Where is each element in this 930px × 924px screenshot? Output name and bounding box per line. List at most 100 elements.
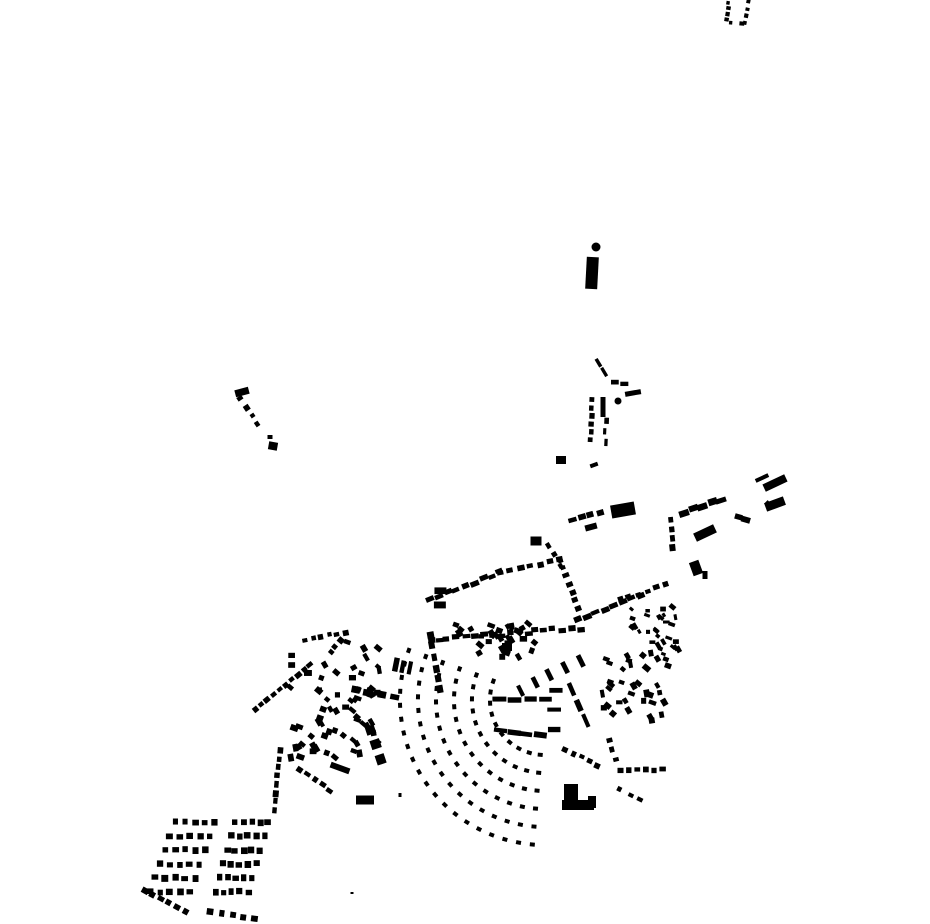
building [624,389,642,397]
building [374,663,382,670]
building [600,705,607,711]
building [475,826,483,832]
building [739,21,745,26]
building [262,695,271,704]
building [287,753,295,762]
building [647,649,654,657]
building [506,800,513,806]
building [469,579,480,588]
building [499,653,506,660]
building [502,643,512,651]
building [567,516,578,524]
building [726,0,731,5]
building [327,631,333,637]
building [530,638,539,647]
building [398,793,402,797]
building [462,740,468,747]
building [148,890,157,899]
building [451,586,460,594]
building [431,653,438,662]
building [468,750,475,758]
building [501,836,508,843]
building [288,662,296,668]
building [489,711,495,718]
building [494,795,501,801]
building [740,515,751,524]
building [693,524,717,542]
building [331,726,339,735]
building [678,508,690,518]
building [573,698,584,713]
building [236,887,243,895]
building [660,651,667,657]
building [182,818,188,825]
building [646,629,651,634]
building [478,634,484,639]
building [621,697,629,705]
building [530,676,540,689]
building [490,678,497,685]
building [156,860,164,867]
building [201,820,208,826]
building [323,696,331,703]
building [544,542,552,550]
building [453,716,459,723]
building [311,775,319,784]
building [475,640,485,650]
building [611,379,619,385]
building [235,862,243,868]
building [530,536,542,546]
building [643,766,649,773]
building [496,570,504,576]
building [599,689,606,698]
building [331,643,339,651]
building [447,781,454,788]
building [336,636,346,645]
building [419,666,425,673]
building [221,890,227,896]
building [566,682,577,697]
building [425,747,432,754]
building [643,612,651,618]
building [274,772,280,779]
building [764,496,786,512]
building [624,593,632,600]
building [504,640,510,645]
building [276,756,282,763]
building [482,788,489,795]
building [442,636,450,642]
building [339,731,348,740]
building [626,594,636,602]
building [487,700,493,706]
building [276,686,284,693]
building [588,405,594,411]
building [664,662,672,670]
building [515,628,524,637]
building [357,670,366,677]
building [586,757,594,765]
building [560,661,570,675]
building [251,705,260,714]
building [454,628,464,638]
building [462,771,469,778]
building [347,697,355,705]
building [331,668,341,677]
building [574,604,583,613]
building [608,601,619,610]
building [656,689,663,696]
building [461,581,470,590]
building [161,874,169,882]
building [652,627,660,635]
building [197,833,204,840]
building [659,697,669,707]
building [487,573,497,581]
building [477,730,484,738]
building [147,888,154,895]
building [355,749,363,758]
building [483,741,491,748]
building [585,256,599,290]
building [516,564,526,572]
building [651,767,657,774]
building [452,704,457,710]
building [485,639,492,645]
